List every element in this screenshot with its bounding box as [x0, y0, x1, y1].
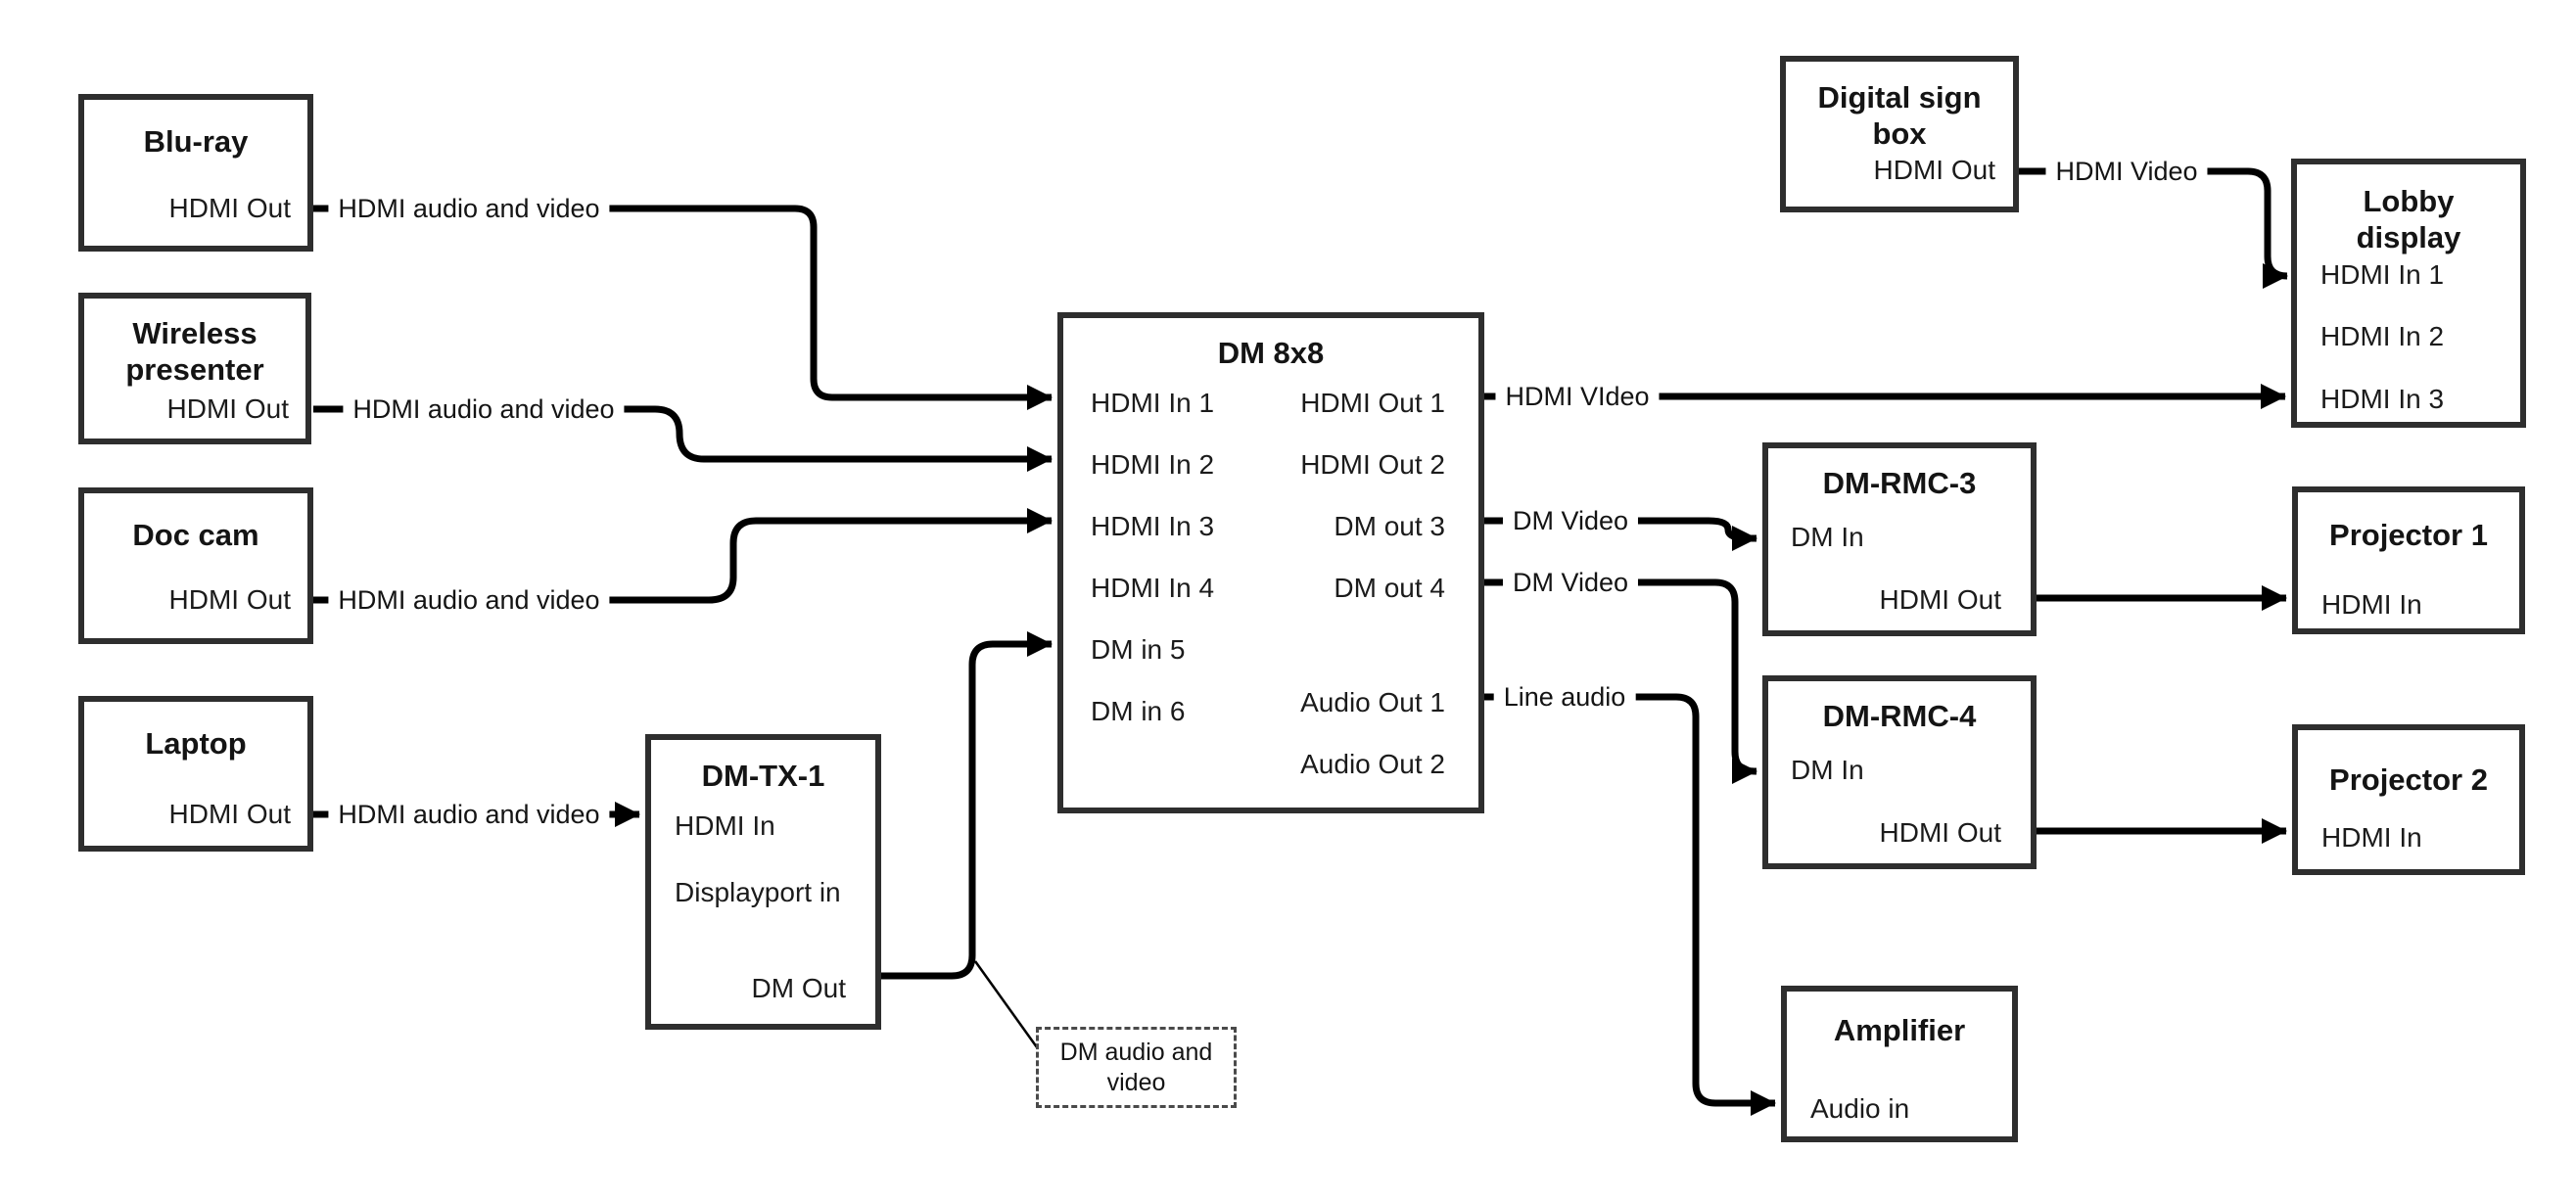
- node-bluray: Blu-ray HDMI Out: [78, 94, 313, 252]
- node-dm-rmc-4: DM-RMC-4 DM In HDMI Out: [1762, 675, 2037, 869]
- port-dmtx1-hdmi-in: HDMI In: [675, 810, 775, 841]
- node-title: Projector 1: [2329, 518, 2488, 552]
- edge-dmtx1-to-dm8x8-in5: [881, 631, 1053, 980]
- node-digital-sign-box: Digital sign box HDMI Out: [1780, 56, 2019, 212]
- port-rmc3-hdmi-out: HDMI Out: [1879, 584, 2001, 615]
- callout-text: DM audio and video: [1059, 1038, 1213, 1096]
- node-doc-cam: Doc cam HDMI Out: [78, 487, 313, 644]
- port-dm8x8-hdmi-in-4: HDMI In 4: [1091, 573, 1215, 603]
- edge-label-hdmi-video-digisign: HDMI Video: [2045, 155, 2208, 188]
- port-lobby-hdmi-in-2: HDMI In 2: [2320, 321, 2445, 351]
- port-dm8x8-dm-out-3: DM out 3: [1334, 511, 1445, 541]
- edge-bluray-to-dm8x8-in1: [313, 205, 1053, 410]
- port-digisign-hdmi-out: HDMI Out: [1873, 155, 1995, 185]
- port-dm8x8-audio-out-1: Audio Out 1: [1300, 687, 1445, 717]
- node-title: DM-RMC-4: [1822, 699, 1977, 733]
- edge-dm8x8-out3-to-rmc3: [1484, 517, 1757, 551]
- edge-label-hdmi-audio-video-2: HDMI audio and video: [343, 393, 625, 426]
- node-wireless-presenter: Wireless presenter HDMI Out: [78, 293, 311, 444]
- node-title: Blu-ray: [143, 124, 249, 159]
- port-dm8x8-dm-out-4: DM out 4: [1334, 573, 1445, 603]
- port-dm8x8-dm-in-6: DM in 6: [1091, 696, 1186, 726]
- callout-dm-audio-and-video: DM audio and video: [1036, 1027, 1237, 1108]
- port-bluray-hdmi-out: HDMI Out: [168, 193, 291, 223]
- edge-label-hdmi-audio-video-3: HDMI audio and video: [328, 583, 610, 617]
- node-dm-tx-1: DM-TX-1 HDMI In Displayport in DM Out: [645, 734, 881, 1030]
- node-title: Projector 2: [2329, 762, 2488, 797]
- node-projector-2: Projector 2 HDMI In: [2292, 724, 2525, 875]
- port-doccam-hdmi-out: HDMI Out: [168, 584, 291, 615]
- edge-doccam-to-dm8x8-in3: [313, 508, 1053, 604]
- port-rmc3-dm-in: DM In: [1791, 522, 1864, 552]
- edge-label-dm-video-2: DM Video: [1502, 566, 1639, 599]
- node-lobby-display: Lobby display HDMI In 1 HDMI In 2 HDMI I…: [2291, 159, 2526, 428]
- port-rmc4-dm-in: DM In: [1791, 755, 1864, 785]
- edge-dm8x8-out4-to-rmc4: [1484, 578, 1757, 784]
- edge-label-hdmi-audio-video-4: HDMI audio and video: [328, 798, 610, 831]
- edge-wireless-to-dm8x8-in2: [313, 405, 1053, 472]
- port-amp-audio-in: Audio in: [1810, 1093, 1910, 1124]
- node-title: Wireless presenter: [125, 316, 264, 387]
- node-title: DM-TX-1: [701, 759, 825, 793]
- port-dm8x8-dm-in-5: DM in 5: [1091, 634, 1186, 665]
- port-dm8x8-hdmi-in-3: HDMI In 3: [1091, 511, 1215, 541]
- node-dm-8x8: DM 8x8 HDMI In 1 HDMI In 2 HDMI In 3 HDM…: [1057, 312, 1484, 813]
- node-laptop: Laptop HDMI Out: [78, 696, 313, 852]
- node-title: Laptop: [145, 726, 247, 761]
- port-laptop-hdmi-out: HDMI Out: [168, 799, 291, 829]
- port-dm8x8-audio-out-2: Audio Out 2: [1300, 749, 1445, 779]
- node-title: DM 8x8: [1217, 336, 1325, 370]
- port-lobby-hdmi-in-1: HDMI In 1: [2320, 259, 2445, 290]
- edge-dm8x8-aout1-to-amp: [1484, 693, 1776, 1116]
- edge-label-dm-video-1: DM Video: [1502, 504, 1639, 537]
- edge-digisign-to-lobby-in1: [2019, 167, 2288, 289]
- port-lobby-hdmi-in-3: HDMI In 3: [2320, 384, 2445, 414]
- port-proj2-hdmi-in: HDMI In: [2321, 822, 2422, 853]
- port-rmc4-hdmi-out: HDMI Out: [1879, 817, 2001, 848]
- node-title: Lobby display: [2356, 184, 2461, 254]
- port-dm8x8-hdmi-out-1: HDMI Out 1: [1300, 388, 1445, 418]
- port-dm8x8-hdmi-in-2: HDMI In 2: [1091, 449, 1215, 480]
- node-title: Amplifier: [1833, 1013, 1966, 1047]
- port-dm8x8-hdmi-in-1: HDMI In 1: [1091, 388, 1215, 418]
- node-title: DM-RMC-3: [1822, 466, 1977, 500]
- port-wireless-hdmi-out: HDMI Out: [166, 393, 289, 424]
- edge-label-line-audio: Line audio: [1493, 680, 1636, 714]
- edge-label-hdmi-audio-video-1: HDMI audio and video: [328, 192, 610, 225]
- node-title: Doc cam: [132, 518, 259, 552]
- node-title: Digital sign box: [1817, 80, 1982, 151]
- edge-label-hdmi-video-out1: HDMI VIdeo: [1495, 380, 1660, 413]
- node-amplifier: Amplifier Audio in: [1781, 986, 2018, 1142]
- node-dm-rmc-3: DM-RMC-3 DM In HDMI Out: [1762, 442, 2037, 636]
- port-proj1-hdmi-in: HDMI In: [2321, 589, 2422, 620]
- callout-leader-line: [973, 960, 1039, 1048]
- port-dmtx1-dm-out: DM Out: [751, 973, 846, 1003]
- port-dmtx1-displayport-in: Displayport in: [675, 877, 841, 907]
- node-projector-1: Projector 1 HDMI In: [2292, 486, 2525, 634]
- port-dm8x8-hdmi-out-2: HDMI Out 2: [1300, 449, 1445, 480]
